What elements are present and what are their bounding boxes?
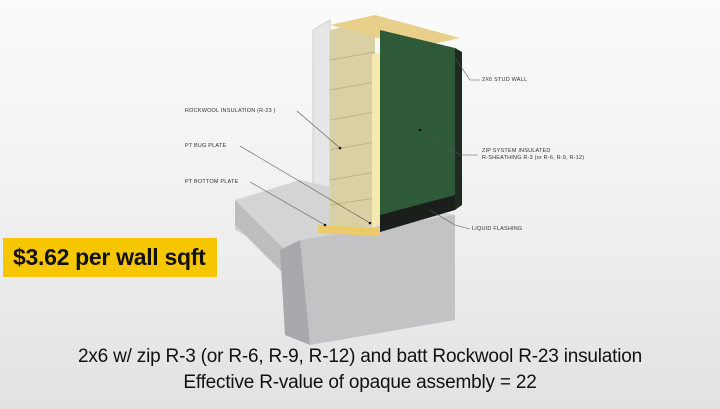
- label-rockwool-insulation: ROCKWOOL INSULATION (R-23 ): [185, 108, 276, 114]
- label-pt-bug-plate: PT BUG PLATE: [185, 143, 227, 149]
- stud: [372, 52, 380, 228]
- caption-line-2: Effective R-value of opaque assembly = 2…: [183, 372, 537, 393]
- zip-sheathing: [380, 30, 455, 225]
- label-zip-system-line2: R-SHEATHING R-3 (or R-6, R-9, R-12): [482, 155, 585, 161]
- caption-line-1: 2x6 w/ zip R-3 (or R-6, R-9, R-12) and b…: [77, 346, 643, 367]
- top-plate: [330, 15, 460, 48]
- label-zip-system-line1: ZIP SYSTEM INSULATED: [482, 148, 551, 154]
- sheathing-edge: [455, 48, 462, 210]
- liquid-flashing: [380, 195, 455, 232]
- concrete-foundation-wall: [300, 215, 455, 345]
- price-badge: $3.62 per wall sqft: [3, 238, 218, 277]
- label-stud-wall: 2X6 STUD WALL: [482, 77, 528, 83]
- concrete-foundation-side: [280, 240, 310, 345]
- rockwool-batt: [330, 20, 375, 232]
- bottom-plate: [318, 225, 380, 236]
- label-liquid-flashing: LIQUID FLASHING: [472, 226, 523, 232]
- label-pt-bottom-plate: PT BOTTOM PLATE: [185, 179, 239, 185]
